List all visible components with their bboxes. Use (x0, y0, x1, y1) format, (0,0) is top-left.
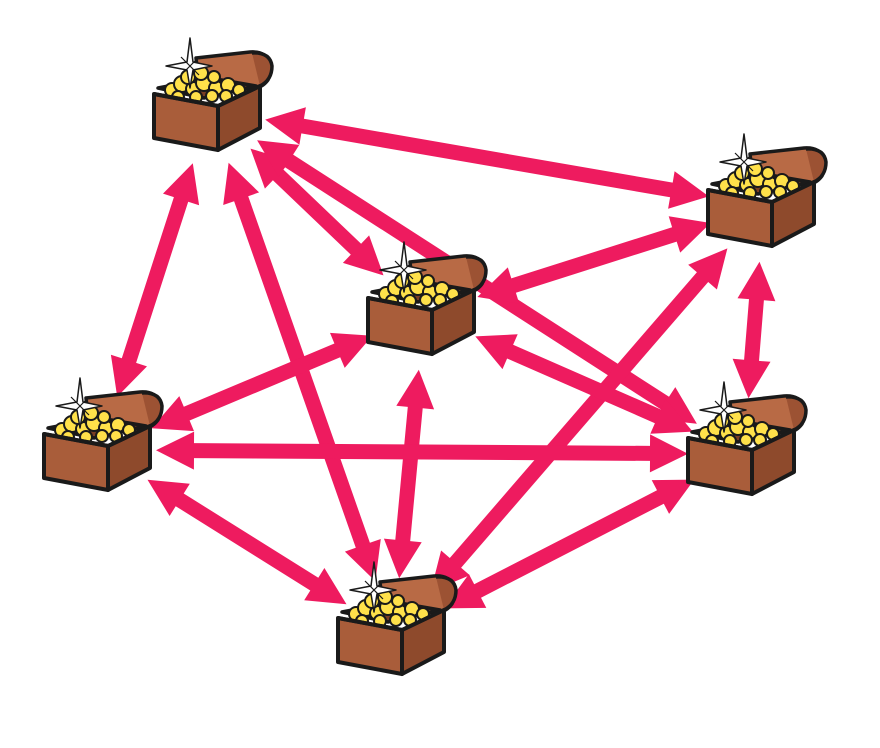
treasure-chest-icon (152, 36, 274, 152)
node-center (366, 240, 488, 356)
edges-layer (110, 107, 776, 609)
node-bottom (336, 560, 458, 676)
edge-arrow-top-left-to-center (250, 148, 384, 276)
edge-arrow-mid-left-to-mid-right (156, 431, 688, 473)
edge-arrow-top-right-to-center (477, 216, 711, 304)
treasure-chest-icon (686, 380, 808, 496)
edge-arrow-top-left-to-top-right (265, 107, 709, 209)
node-top-left (152, 36, 274, 152)
treasure-chest-icon (42, 376, 164, 492)
edge-arrow-top-left-to-mid-left (110, 163, 200, 397)
node-mid-left (42, 376, 164, 492)
treasure-chest-icon (366, 240, 488, 356)
treasure-chest-icon (706, 132, 828, 248)
node-top-right (706, 132, 828, 248)
edge-arrow-top-right-to-mid-right (732, 261, 776, 399)
edge-arrow-mid-right-to-bottom (443, 479, 695, 609)
treasure-chest-icon (336, 560, 458, 676)
edge-arrow-mid-left-to-bottom (147, 479, 347, 605)
nodes-layer (42, 36, 828, 676)
node-mid-right (686, 380, 808, 496)
edge-arrow-top-right-to-bottom (430, 248, 728, 592)
edge-arrow-center-to-bottom (383, 369, 435, 579)
edge-arrow-center-to-mid-left (151, 332, 373, 432)
edge-arrow-center-to-mid-right (475, 334, 693, 434)
